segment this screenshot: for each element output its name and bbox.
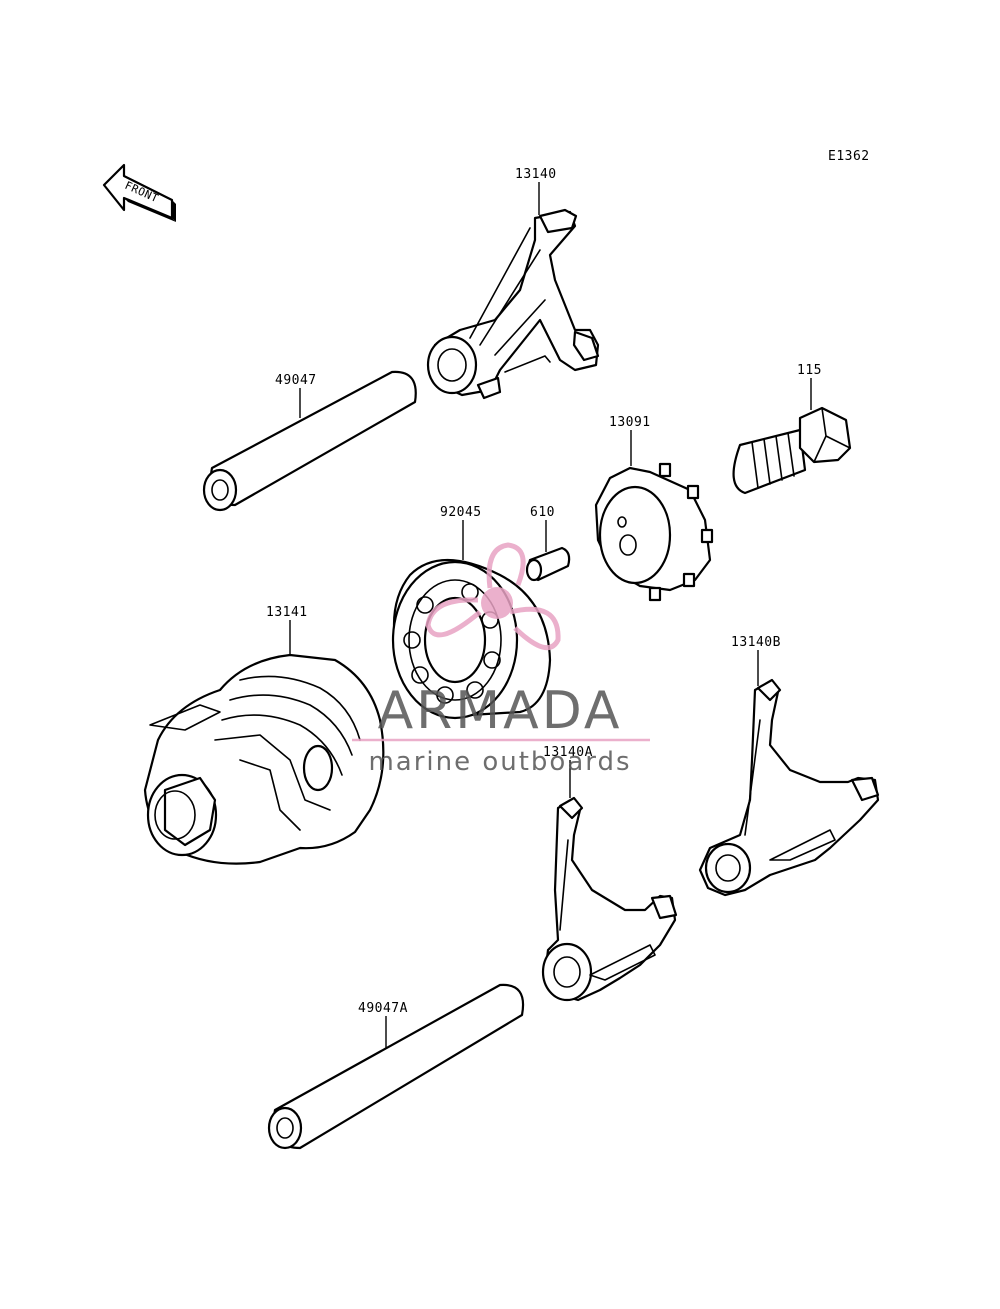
shift-fork-13140b[interactable] — [698, 678, 880, 897]
label-92045: 92045 — [440, 505, 482, 520]
label-13140: 13140 — [515, 167, 557, 182]
label-115: 115 — [797, 363, 822, 378]
label-13091: 13091 — [609, 415, 651, 430]
watermark-brand: ARMADA — [378, 681, 623, 741]
watermark: ARMADA marine outboards — [352, 542, 650, 777]
drum-cam-13091[interactable] — [594, 462, 714, 602]
shift-rod-49047[interactable] — [202, 370, 417, 512]
shift-rod-49047a[interactable] — [267, 983, 525, 1150]
label-13140b: 13140B — [731, 635, 781, 650]
watermark-tagline: marine outboards — [368, 747, 631, 777]
bolt-115[interactable] — [732, 406, 852, 495]
shift-fork-13140[interactable] — [426, 208, 600, 400]
label-13140a: 13140A — [543, 745, 593, 760]
shift-fork-13140a[interactable] — [541, 796, 678, 1002]
label-49047: 49047 — [275, 373, 317, 388]
armada-logo-icon — [425, 542, 561, 651]
label-13141: 13141 — [266, 605, 308, 620]
shift-drum-13141[interactable] — [143, 653, 385, 865]
diagram-code: E1362 — [828, 149, 870, 164]
label-610: 610 — [530, 505, 555, 520]
front-arrow-icon: FRONT — [102, 163, 176, 222]
pin-610[interactable] — [525, 546, 571, 582]
label-49047a: 49047A — [358, 1001, 408, 1016]
